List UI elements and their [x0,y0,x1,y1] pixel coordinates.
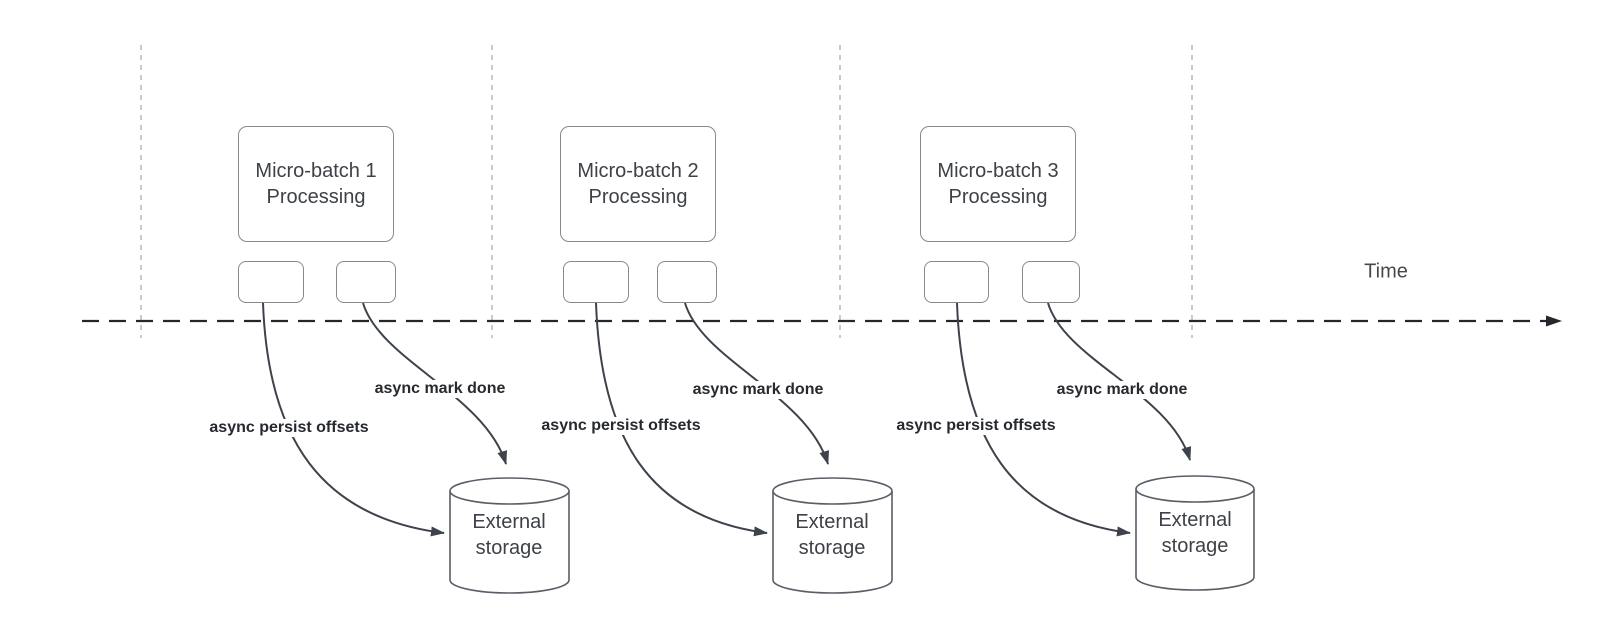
external-storage-cylinder-3 [1135,475,1255,591]
mark-done-task-box-2 [657,261,717,303]
offsets-task-box-1 [238,261,304,303]
microbatch-1-title: Micro-batch 1 Processing [255,160,377,208]
external-storage-cylinder-2 [772,477,893,594]
microbatch-3-title: Micro-batch 3 Processing [937,160,1059,208]
persist-offsets-arrow-2 [595,302,768,537]
microbatch-2-title: Micro-batch 2 Processing [577,160,699,208]
mark-done-arrow-3 [1047,302,1192,461]
mark-done-task-box-3 [1022,261,1080,303]
external-storage-cylinder-1 [449,477,570,594]
persist-offsets-arrow-3 [956,302,1131,537]
persist-offsets-label-3: async persist offsets [893,417,1059,435]
cylinder-top [449,477,570,505]
offsets-task-box-2 [563,261,629,303]
cylinder-body [449,491,570,594]
mark-done-task-box-1 [336,261,396,303]
mark-done-label-1: async mark done [371,380,509,398]
cylinder-top [772,477,893,505]
persist-offsets-label-1: async persist offsets [206,419,372,437]
cylinder-top [1135,475,1255,503]
persist-offsets-label-2: async persist offsets [538,417,704,435]
persist-offsets-arrow-1 [262,302,445,537]
storage-label-2: External storage [795,511,869,559]
mark-done-label-3: async mark done [1053,381,1191,399]
mark-done-label-2: async mark done [689,381,827,399]
offsets-task-box-3 [924,261,989,303]
storage-label-1: External storage [472,511,546,559]
microbatch-2-processing-box: Micro-batch 2 Processing [560,126,716,242]
storage-label-3: External storage [1158,509,1232,557]
microbatch-1-processing-box: Micro-batch 1 Processing [238,126,394,242]
cylinder-body [1135,489,1255,591]
mark-done-arrow-1 [362,302,507,465]
cylinder-body [772,491,893,594]
mark-done-arrow-2 [684,302,829,465]
time-label: Time [1364,260,1408,283]
microbatch-3-processing-box: Micro-batch 3 Processing [920,126,1076,242]
